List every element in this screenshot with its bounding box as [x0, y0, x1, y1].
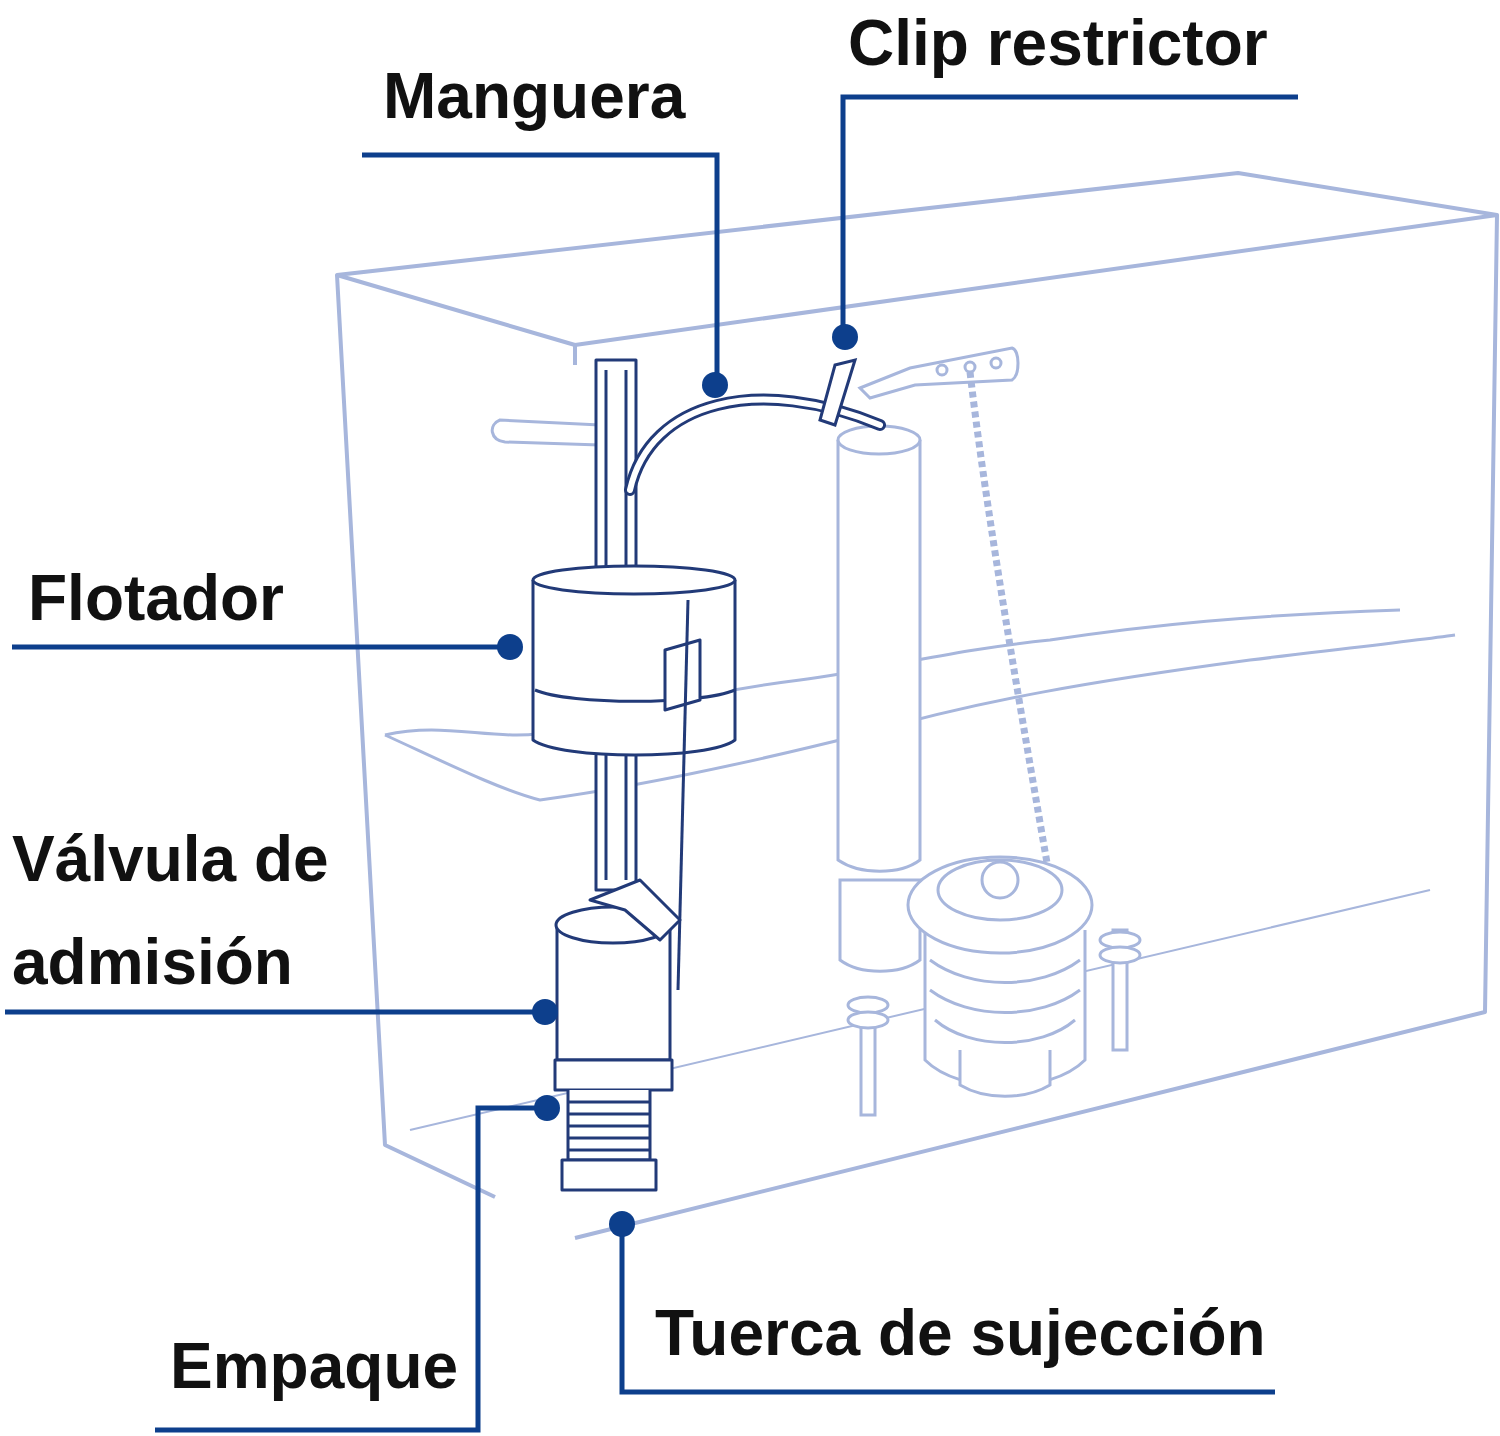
refill-hose-inner	[630, 400, 880, 490]
part-label: Flotador	[28, 562, 478, 634]
lever-hole	[991, 358, 1001, 368]
washer	[1100, 947, 1140, 963]
overflow-tube	[838, 426, 920, 971]
leader-line	[362, 155, 717, 385]
leader-dot	[832, 324, 858, 350]
valve-thread	[960, 1050, 1050, 1096]
flush-chain	[970, 372, 1050, 880]
tank-bolts	[848, 930, 1140, 1115]
flapper-center	[982, 862, 1018, 898]
washer	[848, 1012, 888, 1028]
lever-plate	[860, 348, 1018, 398]
leader-line	[5, 1010, 545, 1015]
valve-rings	[930, 960, 1080, 1043]
leader-dot	[702, 372, 728, 398]
part-label: Clip restrictor	[848, 7, 1448, 79]
tank-left-edge	[337, 275, 495, 1197]
part-label: Empaque	[170, 1330, 620, 1402]
lever-hole	[965, 362, 975, 372]
part-label: Válvula de admisión	[12, 808, 412, 1014]
gasket-ring	[555, 1060, 672, 1090]
tube-body	[838, 440, 920, 871]
tank-outline	[337, 173, 1497, 1238]
leader-line	[12, 645, 510, 650]
leader-lines	[5, 97, 1298, 1430]
valve-body	[557, 925, 670, 1060]
thread-lines	[568, 1102, 650, 1150]
valve-arm	[590, 880, 680, 940]
tank-corner	[573, 345, 577, 365]
flapper-top	[938, 860, 1062, 920]
leader-dots	[497, 324, 858, 1237]
mount-nut	[562, 1160, 656, 1190]
handle-arm	[492, 420, 600, 445]
part-label: Manguera	[383, 60, 883, 132]
refill-hose	[630, 400, 880, 490]
lever-hole	[937, 365, 947, 375]
threaded-shank	[568, 1090, 650, 1160]
adjust-rod	[678, 600, 688, 990]
flush-valve	[908, 857, 1092, 1096]
float-top	[533, 566, 735, 594]
part-label: Tuerca de sujección	[655, 1297, 1455, 1369]
leader-dot	[609, 1211, 635, 1237]
restrictor-clip	[820, 360, 855, 425]
float-clip	[665, 640, 700, 710]
tank-top	[337, 173, 1497, 345]
leader-dot	[532, 999, 558, 1025]
leader-dot	[497, 634, 523, 660]
tube-base	[840, 880, 920, 971]
flapper	[908, 857, 1092, 953]
leader-line	[843, 97, 1298, 337]
float-band	[535, 690, 735, 701]
float-body	[533, 580, 735, 755]
leader-dot	[534, 1095, 560, 1121]
